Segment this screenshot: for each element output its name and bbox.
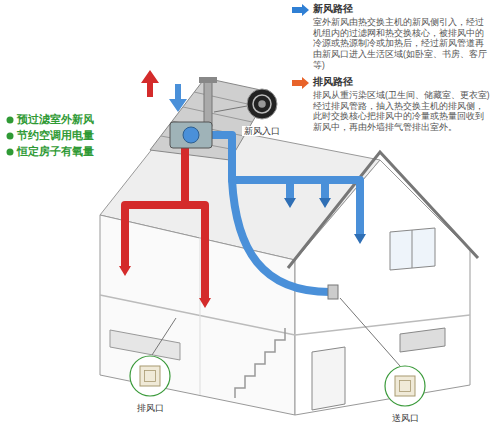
window-bar bbox=[412, 230, 413, 268]
gable-wall bbox=[295, 160, 470, 415]
callout-circle: 排风口 bbox=[129, 355, 171, 415]
duct-arrow bbox=[319, 198, 331, 208]
pipe-cap bbox=[199, 77, 217, 83]
bullet-dot bbox=[7, 133, 14, 140]
duct-arrow bbox=[284, 198, 296, 208]
icon-disc bbox=[247, 89, 277, 119]
exhaust-duct bbox=[125, 148, 205, 298]
intake-arrow bbox=[169, 84, 187, 112]
unit-fan bbox=[183, 127, 199, 143]
arrow-shape bbox=[292, 4, 309, 16]
callout-label: 排风口 bbox=[135, 403, 166, 413]
inner-wall bbox=[200, 237, 201, 395]
bullet-dot bbox=[7, 117, 14, 124]
arrow-shape bbox=[292, 77, 309, 89]
duct-arrow bbox=[354, 234, 366, 244]
icon-center bbox=[258, 100, 266, 108]
icon-disc bbox=[130, 356, 170, 396]
icon-ring bbox=[253, 95, 271, 113]
bullet-dot bbox=[7, 149, 14, 156]
air-vent bbox=[328, 285, 338, 299]
feature-bullet: 节约空调用电量 bbox=[17, 129, 94, 142]
duct-arrow bbox=[199, 298, 211, 308]
path-description: 排风从重污染区域(卫生间、储藏室、更衣室)经过排风管路，抽入热交换主机的排风侧，… bbox=[313, 90, 491, 133]
legend-arrow bbox=[292, 4, 310, 16]
legend-heading: 新风路径 bbox=[313, 3, 353, 15]
callout-circle: 送风口 bbox=[384, 365, 426, 425]
feature-bullet: 预过滤室外新风 bbox=[17, 113, 94, 126]
stairs bbox=[235, 328, 285, 398]
legend-arrow bbox=[292, 77, 310, 89]
duct-arrow bbox=[119, 266, 131, 276]
callout-label: 新风入口 bbox=[242, 126, 282, 136]
path-description: 室外新风由热交换主机的新风侧引入，经过机组内的过滤网和热交换核心，被排风中的冷源… bbox=[313, 17, 491, 70]
callout-icon bbox=[246, 88, 278, 120]
feature-bullet: 恒定房子有氧量 bbox=[17, 145, 94, 158]
callout-label: 送风口 bbox=[390, 413, 421, 423]
gable-eave bbox=[288, 152, 478, 268]
icon-grille bbox=[395, 376, 415, 396]
legend-heading: 排风路径 bbox=[313, 76, 353, 88]
roof-tiles bbox=[150, 78, 270, 160]
icon-grille-inner bbox=[145, 371, 156, 382]
kitchen-counter bbox=[110, 330, 180, 360]
window bbox=[390, 228, 435, 270]
leader-line bbox=[214, 106, 247, 112]
exhaust-arrow bbox=[141, 70, 159, 97]
callout-circle: 新风入口 bbox=[242, 88, 282, 138]
leader-line bbox=[340, 298, 400, 366]
roof-pipe bbox=[204, 82, 212, 126]
fresh-air-duct bbox=[212, 135, 360, 292]
radiator bbox=[400, 328, 445, 352]
icon-disc bbox=[385, 366, 425, 406]
icon-grille bbox=[140, 366, 160, 386]
callout-icon bbox=[129, 355, 171, 397]
heat-exchanger-unit bbox=[170, 122, 212, 148]
door bbox=[312, 347, 345, 410]
callout-icon bbox=[384, 365, 426, 407]
icon-grille-inner bbox=[400, 381, 411, 392]
leader-line bbox=[152, 318, 176, 355]
